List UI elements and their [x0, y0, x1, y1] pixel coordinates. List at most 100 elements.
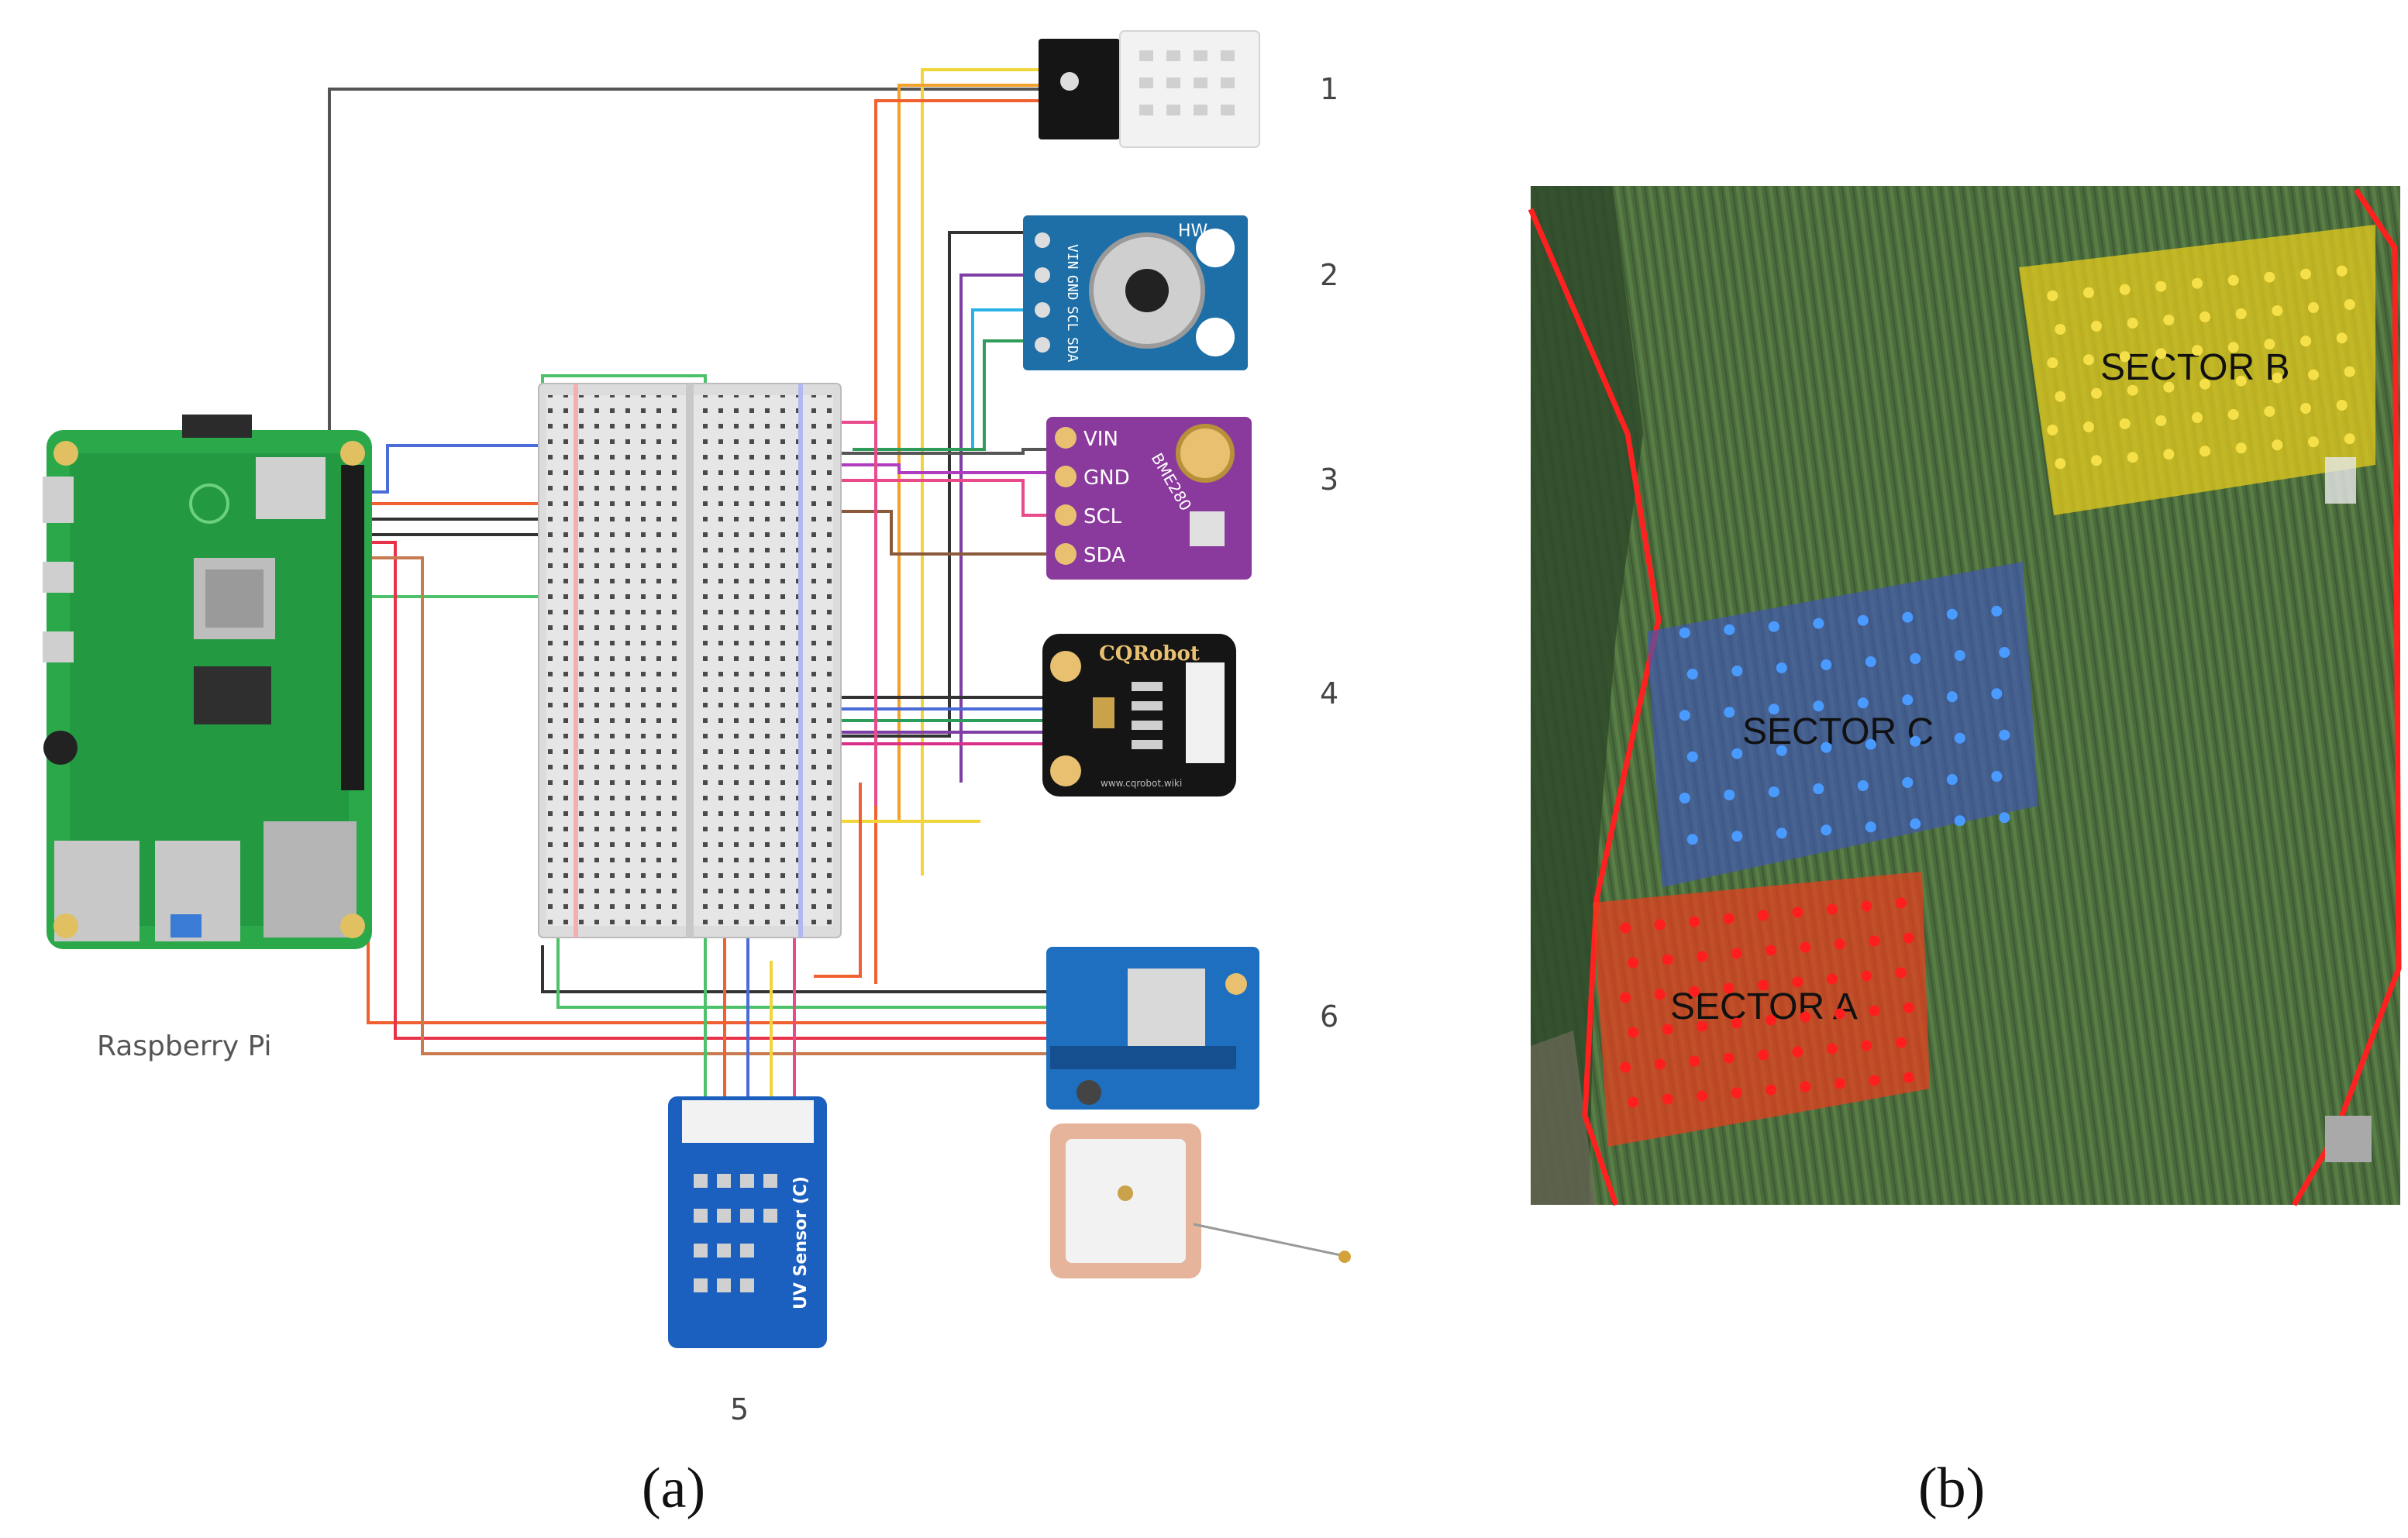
uv-board-text: UV Sensor (C) [791, 1176, 811, 1309]
sample-point [1813, 783, 1824, 794]
sample-point [2083, 287, 2094, 298]
sample-point [1834, 1008, 1845, 1020]
sample-point [1620, 1061, 1631, 1073]
sample-point [1724, 707, 1735, 718]
sample-point [2344, 299, 2355, 310]
sample-point [2119, 418, 2131, 429]
sample-point [2083, 421, 2094, 432]
bme-pin-scl: SCL [1083, 505, 1122, 528]
sample-point [1768, 704, 1779, 715]
sample-point [1724, 790, 1735, 800]
sample-point [1731, 948, 1742, 959]
wire [556, 930, 1054, 1009]
sample-point [1865, 821, 1876, 833]
sample-point [1723, 913, 1735, 924]
module-number-3: 3 [1320, 463, 1338, 497]
sample-point [2227, 342, 2239, 353]
ir-temperature-sensor: HW VIN GND SCL SDA [1023, 215, 1248, 370]
sample-point [1662, 954, 1673, 965]
sample-point [1910, 653, 1921, 664]
sample-point [2091, 387, 2102, 399]
sample-point [2127, 318, 2138, 329]
sample-point [1731, 748, 1743, 759]
sample-point [1776, 827, 1787, 839]
sample-point [1902, 611, 1914, 623]
sample-point [1954, 650, 1965, 661]
wire [372, 556, 1054, 1055]
sample-point [1991, 771, 2003, 782]
wire [541, 945, 1054, 993]
sample-point [1620, 992, 1631, 1003]
mlx-pin-sda: SDA [1064, 337, 1080, 363]
cqrobot-sensor: CQRobot www.cqrobot.wiki [1042, 634, 1236, 797]
sample-point [1679, 793, 1690, 803]
uv-sensor: UV Sensor (C) [668, 1096, 827, 1348]
sample-point [2200, 446, 2210, 457]
sample-point [1834, 1078, 1845, 1089]
sample-point [1697, 1020, 1708, 1032]
sample-point [1902, 777, 1914, 788]
sample-point [1628, 1027, 1639, 1038]
sample-point [1869, 1005, 1880, 1017]
sample-point [1826, 973, 1838, 985]
sample-point [1857, 697, 1869, 709]
panel-a-wiring-diagram: Raspberry Pi HW VIN GND [43, 30, 1351, 1520]
sample-point [1946, 608, 1958, 620]
sample-point [2300, 403, 2311, 414]
dht-sensor [1039, 30, 1260, 148]
sample-point [2083, 354, 2094, 366]
sample-point [1895, 897, 1907, 909]
sample-point [1768, 621, 1779, 632]
sample-point [1991, 605, 2003, 617]
sample-point [1903, 1072, 1914, 1083]
caption-a: (a) [642, 1457, 705, 1520]
sample-point [1776, 745, 1787, 756]
sample-point [2155, 415, 2167, 426]
sample-point [2272, 372, 2283, 384]
wire [853, 339, 1046, 451]
sample-point [1662, 1024, 1673, 1035]
bme-pin-sda: SDA [1083, 544, 1125, 567]
wire [959, 274, 1046, 783]
sample-point [1654, 1058, 1666, 1070]
mlx-pin-vin: VIN [1064, 244, 1080, 270]
raspberry-pi-label: Raspberry Pi [97, 1030, 272, 1062]
sample-point [2200, 311, 2210, 322]
sample-point [2235, 308, 2247, 319]
sample-point [2055, 391, 2066, 402]
sample-point [1686, 669, 1698, 680]
sample-point [1903, 932, 1914, 944]
sample-point [2200, 378, 2210, 390]
bme-pin-gnd: GND [1083, 466, 1130, 490]
sample-point [1679, 627, 1690, 638]
sample-point [1628, 957, 1639, 969]
sample-point [1910, 735, 1921, 747]
sample-point [2163, 315, 2175, 325]
sample-point [1731, 831, 1743, 842]
sample-point [2300, 268, 2311, 280]
sample-point [2163, 381, 2175, 393]
sample-point [1821, 824, 1832, 836]
sample-point [2047, 357, 2058, 369]
sample-point [2308, 436, 2319, 448]
sample-point [2308, 369, 2319, 380]
sample-point [1861, 900, 1872, 912]
sample-point [1857, 780, 1869, 791]
bme280-sensor: VIN GND SCL SDA BME280 [1046, 417, 1252, 580]
wire [814, 783, 862, 978]
sample-point [1946, 691, 1958, 703]
sample-point [1697, 951, 1708, 962]
sample-point [1834, 938, 1845, 950]
sample-point [2264, 339, 2275, 350]
sample-point [1869, 935, 1880, 947]
bme-pin-vin: VIN [1083, 428, 1118, 451]
tree-strip [1531, 186, 1643, 1205]
sample-point [1731, 1087, 1742, 1099]
sample-point [2264, 271, 2275, 283]
sample-point [1662, 1093, 1673, 1105]
sample-point [1861, 1040, 1872, 1051]
cq-url-text: www.cqrobot.wiki [1101, 778, 1182, 789]
sample-point [2127, 384, 2138, 396]
sector-a-label: SECTOR A [1670, 986, 1858, 1027]
